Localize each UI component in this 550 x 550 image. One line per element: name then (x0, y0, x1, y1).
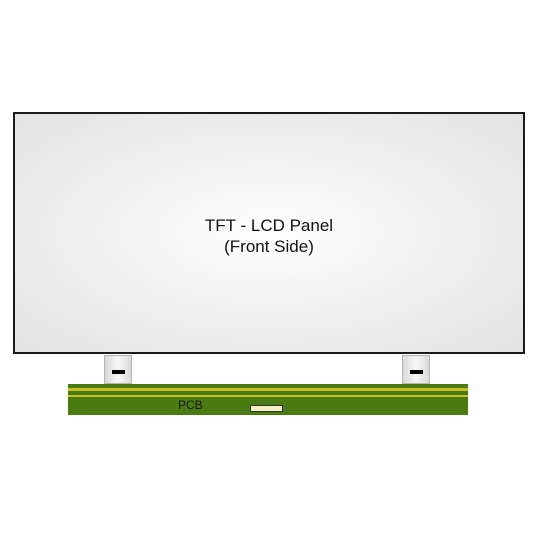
pcb-label: PCB (178, 398, 203, 412)
tab-slot-right (410, 370, 423, 374)
pcb-trace-bottom (68, 395, 468, 397)
tab-slot-left (112, 370, 125, 374)
panel-label: TFT - LCD Panel (Front Side) (15, 215, 523, 257)
pcb-board: PCB (68, 384, 468, 415)
flex-tab-left (104, 355, 132, 384)
flex-tab-right (402, 355, 430, 384)
panel-label-line-1: TFT - LCD Panel (204, 216, 334, 235)
panel-label-line-2: (Front Side) (224, 237, 314, 256)
lcd-panel: TFT - LCD Panel (Front Side) (13, 112, 525, 354)
pcb-connector (250, 405, 283, 412)
pcb-trace-top (68, 388, 468, 391)
